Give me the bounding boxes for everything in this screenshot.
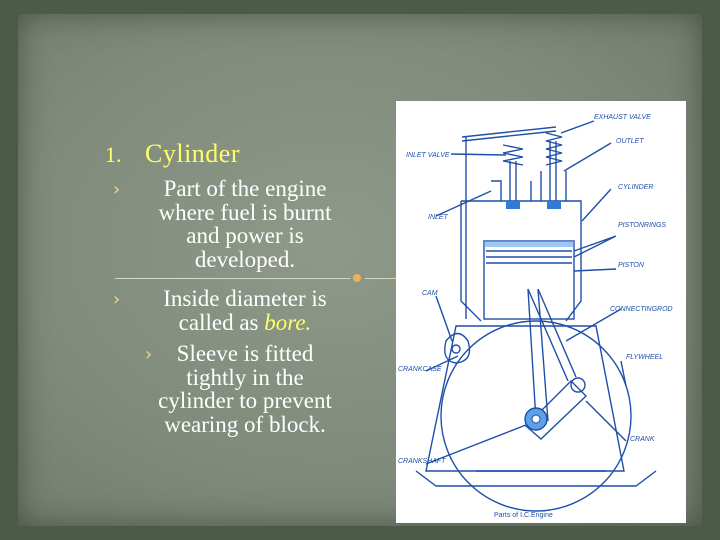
label-crank: CRANK [630, 436, 655, 443]
bullet-marker: › [113, 179, 121, 200]
divider-line-right [365, 278, 397, 279]
flywheel [440, 320, 632, 512]
rocker-arm [461, 126, 557, 138]
engine-diagram-svg: EXHAUST VALVE OUTLET INLET VALVE CYLINDE… [398, 114, 673, 519]
piston-rings [486, 250, 572, 264]
label-inlet-valve: INLET VALVE [406, 152, 450, 159]
label-crankcase: CRANKCASE [398, 366, 442, 373]
bore-term: bore. [264, 309, 312, 335]
bullet-line: and power is [186, 223, 304, 248]
label-connecting-rod: CONNECTINGROD [610, 306, 673, 313]
bullet-line: Sleeve is fitted [176, 341, 314, 366]
crankcase [425, 325, 625, 472]
exhaust-spring [545, 132, 563, 166]
label-exhaust-valve: EXHAUST VALVE [594, 114, 651, 121]
bullet-marker: › [145, 344, 153, 365]
bullet-line: Part of the engine [163, 176, 327, 201]
inlet-spring [502, 144, 524, 166]
label-cylinder: CYLINDER [618, 184, 653, 191]
diagram-caption: Parts of I.C.Engine [494, 512, 553, 519]
bullet-text-3: Sleeve is fitted tightly in the cylinder… [125, 342, 365, 436]
label-piston: PISTON [618, 262, 645, 269]
cam [444, 332, 471, 364]
bullet-line: Inside diameter is [163, 286, 327, 311]
bullet-marker: › [113, 289, 121, 310]
bullet-text-2: Inside diameter is called as bore. [125, 287, 365, 334]
bullet-line: called as [178, 309, 265, 335]
divider-dot [353, 274, 361, 282]
label-crankshaft: CRANKSHAFT [398, 458, 446, 465]
label-outlet: OUTLET [616, 138, 644, 145]
bullet-line: cylinder to prevent [158, 388, 332, 413]
bullet-line: where fuel is burnt [158, 199, 332, 225]
inlet-valve-head [506, 201, 520, 209]
bullet-line: tightly in the [186, 364, 304, 390]
label-piston-rings: PISTONRINGS [618, 222, 666, 229]
bullet-line: developed. [194, 246, 296, 272]
label-inlet: INLET [428, 214, 449, 221]
bullet-text-1: Part of the engine where fuel is burnt a… [125, 177, 365, 271]
engine-diagram: EXHAUST VALVE OUTLET INLET VALVE CYLINDE… [396, 101, 686, 523]
exhaust-valve-head [547, 201, 561, 209]
connecting-rod [527, 288, 577, 382]
cylinder-wall-right [461, 200, 582, 261]
bullet-line-with-emphasis: called as bore. [125, 309, 365, 335]
crank-web [524, 380, 588, 440]
label-cam: CAM [422, 290, 438, 297]
label-flywheel: FLYWHEEL [626, 354, 663, 361]
bullet-line: wearing of block. [164, 411, 326, 437]
item-number: 1. [105, 142, 122, 167]
slide-heading: Cylinder [145, 139, 240, 168]
divider-line [115, 278, 350, 279]
